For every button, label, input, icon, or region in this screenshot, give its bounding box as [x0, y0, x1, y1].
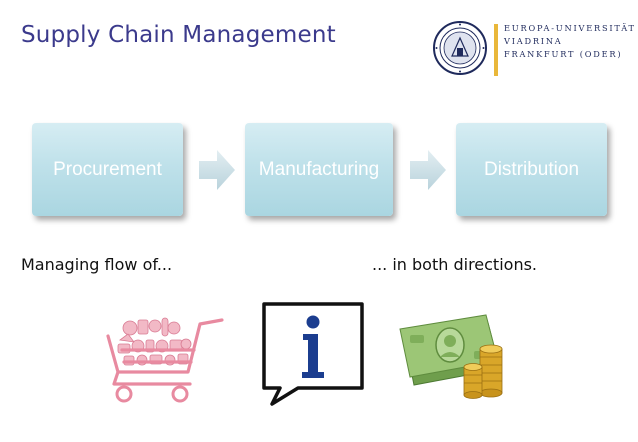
logo-line-2: VIADRINA — [504, 36, 563, 46]
arrow-right-icon — [199, 150, 235, 190]
money-icon — [399, 314, 503, 399]
logo-line-1: EUROPA-UNIVERSITÄT — [504, 23, 636, 33]
information-icon — [262, 302, 364, 406]
process-step-label: Procurement — [53, 158, 162, 180]
shopping-cart-icon — [106, 317, 224, 403]
arrow-right-icon — [410, 150, 446, 190]
process-step-procurement: Procurement — [32, 123, 183, 216]
logo-wordmark: EUROPA-UNIVERSITÄT VIADRINA FRANKFURT (O… — [504, 22, 636, 61]
logo-accent-bar — [494, 24, 498, 76]
process-step-label: Manufacturing — [258, 158, 380, 180]
university-seal-icon — [433, 21, 487, 75]
caption-right: ... in both directions. — [372, 255, 537, 274]
process-step-manufacturing: Manufacturing — [245, 123, 393, 216]
logo-line-3: FRANKFURT (ODER) — [504, 49, 623, 59]
process-step-label: Distribution — [483, 158, 580, 180]
caption-left: Managing flow of... — [21, 255, 173, 274]
process-step-distribution: Distribution — [456, 123, 607, 216]
slide-title: Supply Chain Management — [21, 22, 336, 48]
university-logo: EUROPA-UNIVERSITÄT VIADRINA FRANKFURT (O… — [428, 14, 634, 86]
